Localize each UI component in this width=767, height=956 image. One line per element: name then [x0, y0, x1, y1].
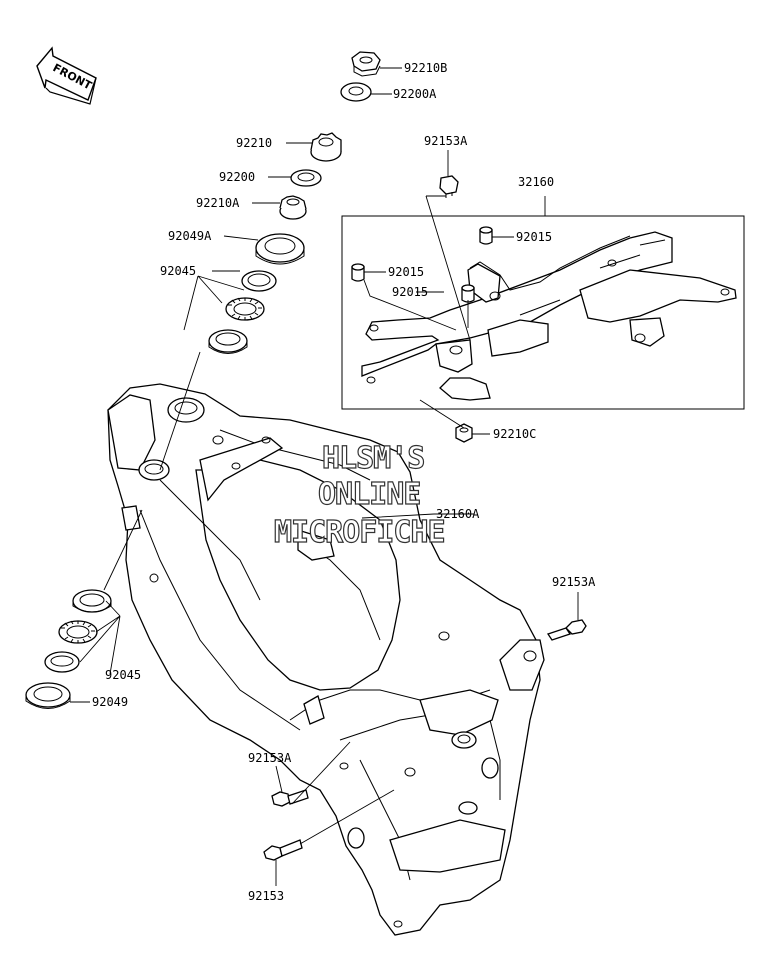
bearing-icon: [225, 297, 265, 321]
washer-icon: [340, 82, 372, 102]
part-label: 92045: [160, 264, 196, 278]
subframe-callout-box: [341, 215, 745, 410]
part-label: 32160: [518, 175, 554, 189]
part-label: 92045: [105, 668, 141, 682]
seal-icon: [255, 233, 305, 265]
part-label: 92153A: [248, 751, 292, 765]
part-label: 92210: [236, 136, 272, 150]
part-label: 92015: [516, 230, 552, 244]
bolt-icon: [546, 619, 587, 641]
front-arrow-icon: FRONT: [36, 46, 97, 105]
nut-icon: [455, 423, 473, 443]
washer-icon: [290, 169, 322, 187]
bolt-icon: [263, 839, 303, 861]
part-label: 92015: [388, 265, 424, 279]
part-labels: 92210B 92200A 92210 92200 92210A 92049A …: [92, 61, 596, 903]
seal-icon: [25, 682, 71, 709]
part-label: 92049: [92, 695, 128, 709]
bearing-race-icon: [241, 270, 277, 292]
watermark: HLSM'S ONLINE MICROFICHE: [273, 440, 446, 550]
part-label: 92210C: [493, 427, 536, 441]
part-label: 92200: [219, 170, 255, 184]
part-label: 92015: [392, 285, 428, 299]
part-label: 92153A: [424, 134, 468, 148]
part-label: 32160A: [436, 507, 480, 521]
stem-nut-icon: [351, 51, 381, 77]
bearing-race-icon: [208, 329, 248, 354]
main-frame: [107, 383, 545, 936]
bearing-race-icon: [72, 589, 112, 613]
part-label: 92049A: [168, 229, 212, 243]
part-label: 92153A: [552, 575, 596, 589]
bearing-icon: [58, 620, 98, 644]
dowel-pin-icon: [351, 263, 365, 282]
leader-lines: [70, 67, 579, 886]
bearing-race-icon: [44, 651, 80, 673]
lower-bearing-parts: [25, 589, 112, 709]
part-label: 92210B: [404, 61, 447, 75]
part-label: 92153: [248, 889, 284, 903]
dowel-pin-icon: [479, 226, 493, 245]
part-label: 92200A: [393, 87, 437, 101]
dowel-pin-icon: [461, 284, 475, 303]
lock-nut-icon: [279, 195, 307, 220]
lock-nut-icon: [310, 132, 342, 162]
watermark-line-3: MICROFICHE: [274, 515, 445, 550]
bolt-icon: [439, 175, 459, 198]
rear-subframe: [361, 231, 737, 401]
watermark-line-2: ONLINE: [318, 477, 420, 512]
watermark-line-1: HLSM'S: [322, 441, 424, 476]
steering-stem-parts: [208, 51, 381, 354]
part-label: 92210A: [196, 196, 240, 210]
